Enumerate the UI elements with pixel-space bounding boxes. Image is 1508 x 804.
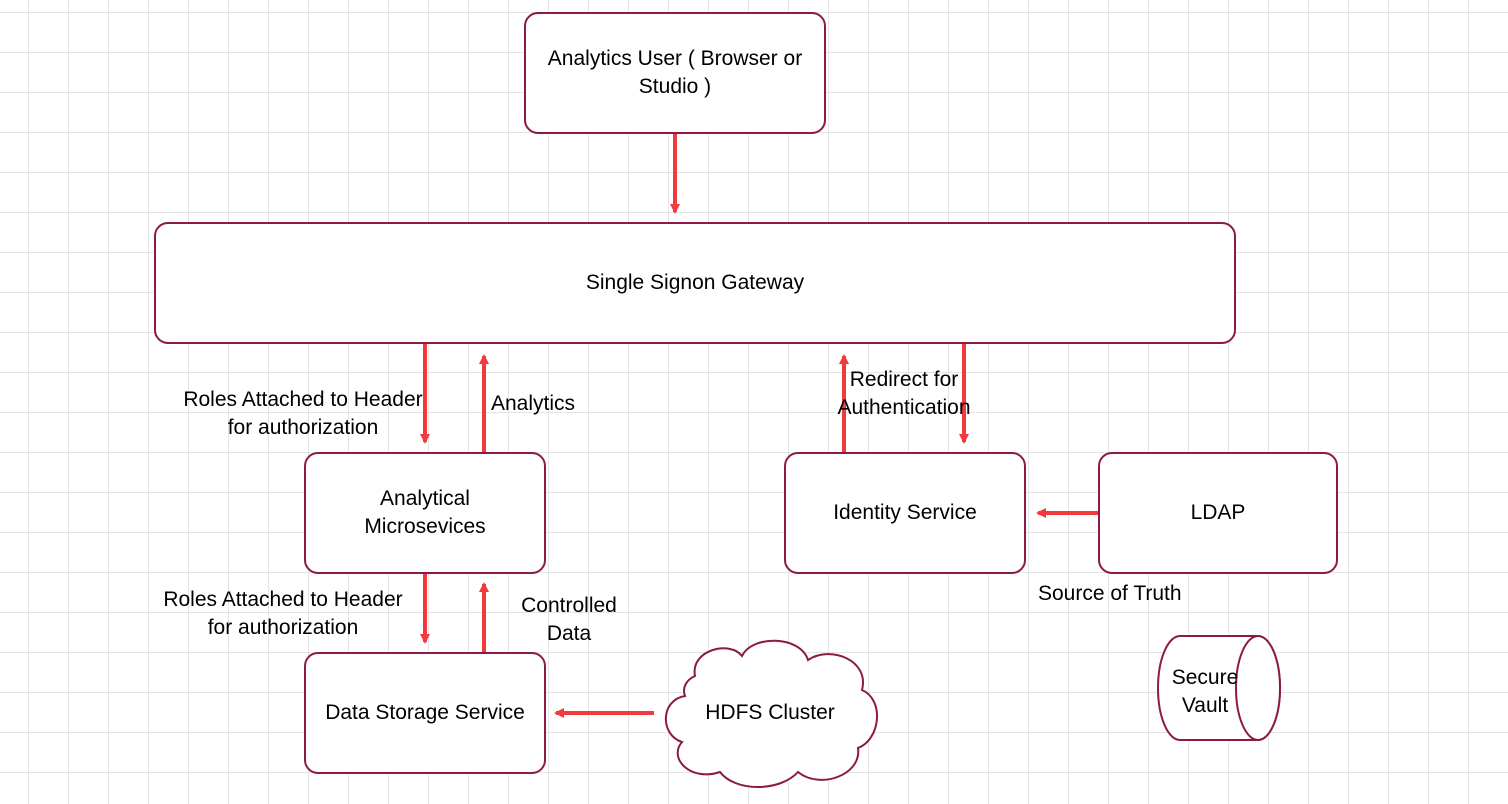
analytical-microservices-label: Analytical Microsevices <box>364 487 486 538</box>
identity-service-label: Identity Service <box>833 501 977 524</box>
edge-label-source-of-truth: Source of Truth <box>1038 582 1182 605</box>
edge-label-controlled-data: Controlled Data <box>521 594 617 645</box>
data-storage-service-label: Data Storage Service <box>325 701 525 724</box>
edge-label-analytics: Analytics <box>491 392 576 415</box>
analytics-user-label: Analytics User ( Browser or Studio ) <box>547 47 803 98</box>
ldap-node[interactable]: LDAP <box>1098 452 1338 574</box>
edge-label-roles-header-top: Roles Attached to Header for authorizati… <box>183 388 423 439</box>
secure-vault-label[interactable]: Secure Vault <box>1171 666 1239 717</box>
ldap-label: LDAP <box>1190 501 1246 524</box>
analytics-user-node[interactable]: Analytics User ( Browser or Studio ) <box>524 12 826 134</box>
data-storage-service-node[interactable]: Data Storage Service <box>304 652 546 774</box>
single-signon-gateway-node[interactable]: Single Signon Gateway <box>154 222 1236 344</box>
hdfs-cluster-label[interactable]: HDFS Cluster <box>705 701 835 724</box>
analytical-microservices-node[interactable]: Analytical Microsevices <box>304 452 546 574</box>
identity-service-node[interactable]: Identity Service <box>784 452 1026 574</box>
edge-label-redirect-auth: Redirect for Authentication <box>837 368 971 419</box>
hdfs-cloud-shape <box>664 639 878 788</box>
edge-label-roles-header-bottom: Roles Attached to Header for authorizati… <box>163 588 403 639</box>
secure-vault-shape <box>1157 635 1281 741</box>
gateway-label: Single Signon Gateway <box>585 271 805 294</box>
